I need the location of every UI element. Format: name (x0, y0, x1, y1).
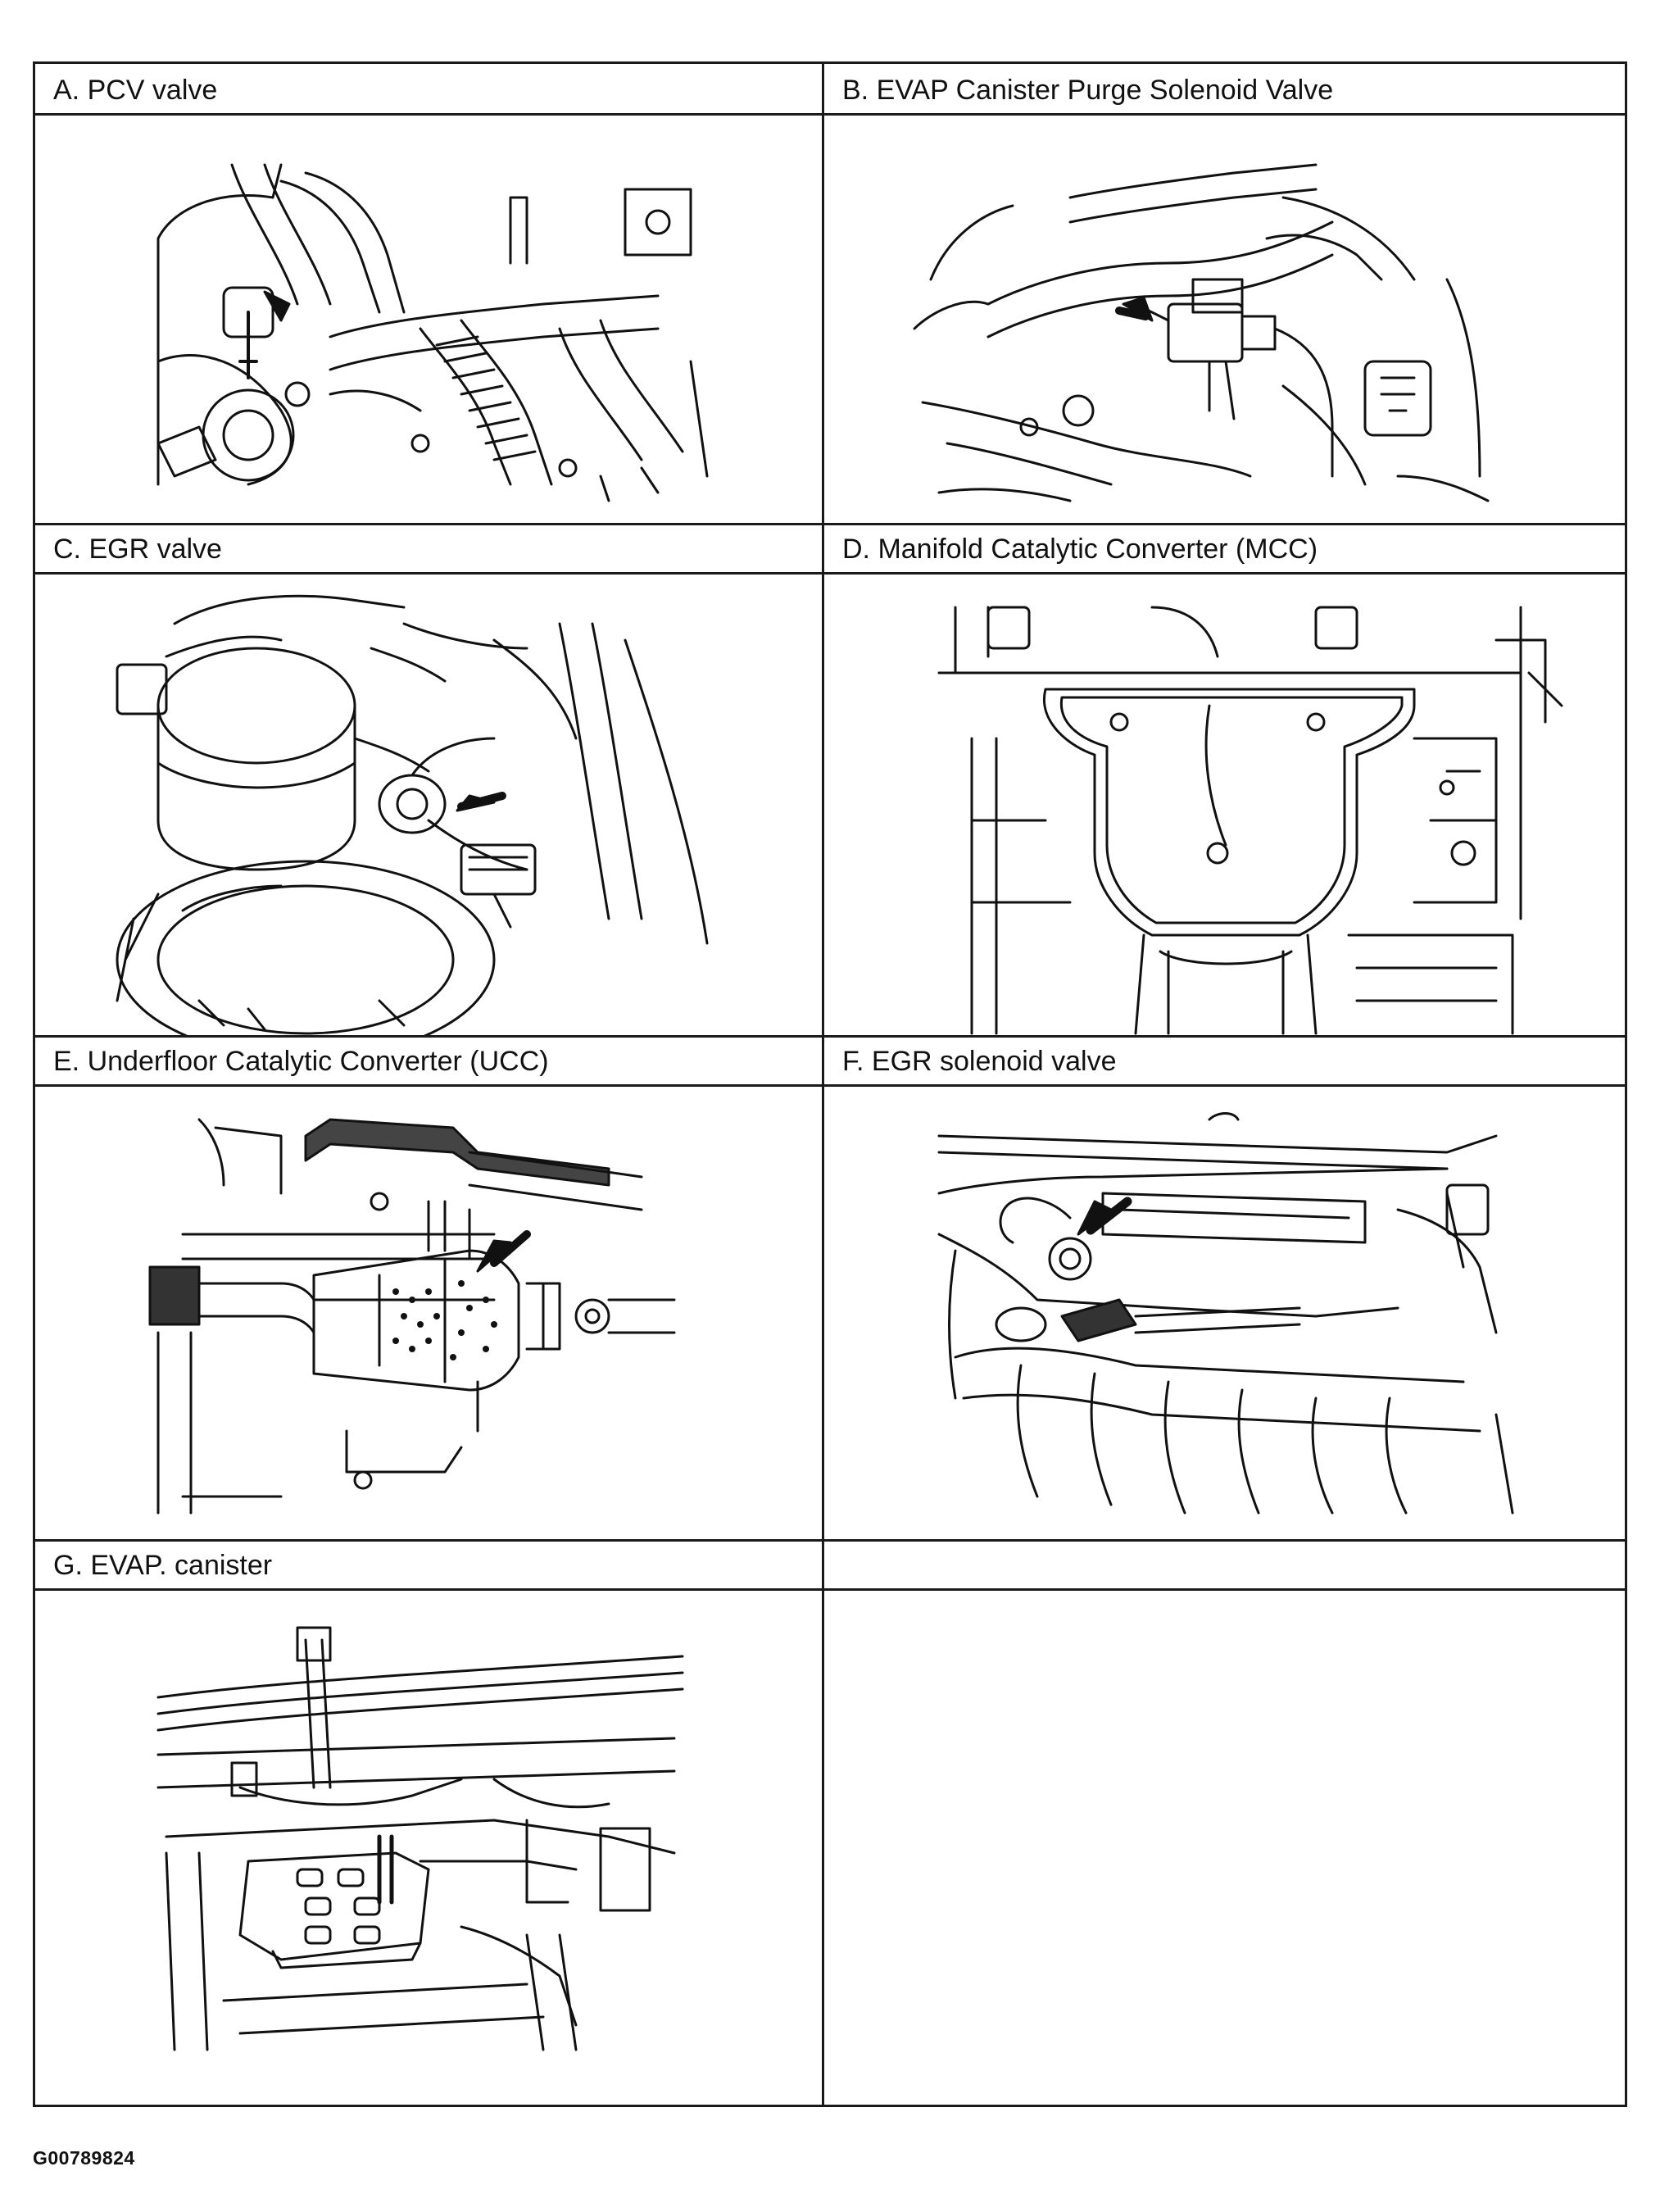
panel-a-label: A. PCV valve (53, 75, 218, 106)
grid-line-7 (35, 1588, 1625, 1591)
grid-line-1 (35, 113, 1625, 116)
underfloor-catalytic-converter-illustration (35, 1087, 822, 1539)
grid-line-5 (35, 1084, 1625, 1087)
figure-code: G00789824 (33, 2147, 135, 2169)
panel-h-label (824, 1539, 1627, 1588)
evap-canister-illustration (35, 1591, 822, 2107)
egr-solenoid-valve-illustration (824, 1087, 1627, 1539)
egr-valve-illustration (35, 575, 822, 1035)
manifold-catalytic-converter-illustration (824, 575, 1627, 1035)
panel-e-label: E. Underfloor Catalytic Converter (UCC) (53, 1046, 549, 1077)
component-location-sheet: A. PCV valve B. EVAP Canister Purge Sole… (33, 61, 1627, 2107)
panel-b-label: B. EVAP Canister Purge Solenoid Valve (842, 75, 1334, 106)
grid-line-2 (35, 523, 1625, 525)
grid-line-3 (35, 572, 1625, 575)
panel-g-label: G. EVAP. canister (53, 1550, 273, 1581)
empty-panel (824, 1591, 1627, 2107)
panel-c-label: C. EGR valve (53, 534, 222, 565)
panel-f-label: F. EGR solenoid valve (842, 1046, 1117, 1077)
pcv-valve-illustration (35, 116, 822, 523)
grid-line-4 (35, 1035, 1625, 1038)
panel-d-label: D. Manifold Catalytic Converter (MCC) (842, 534, 1318, 565)
grid-line-6 (35, 1539, 1625, 1542)
evap-purge-solenoid-illustration (824, 116, 1627, 523)
